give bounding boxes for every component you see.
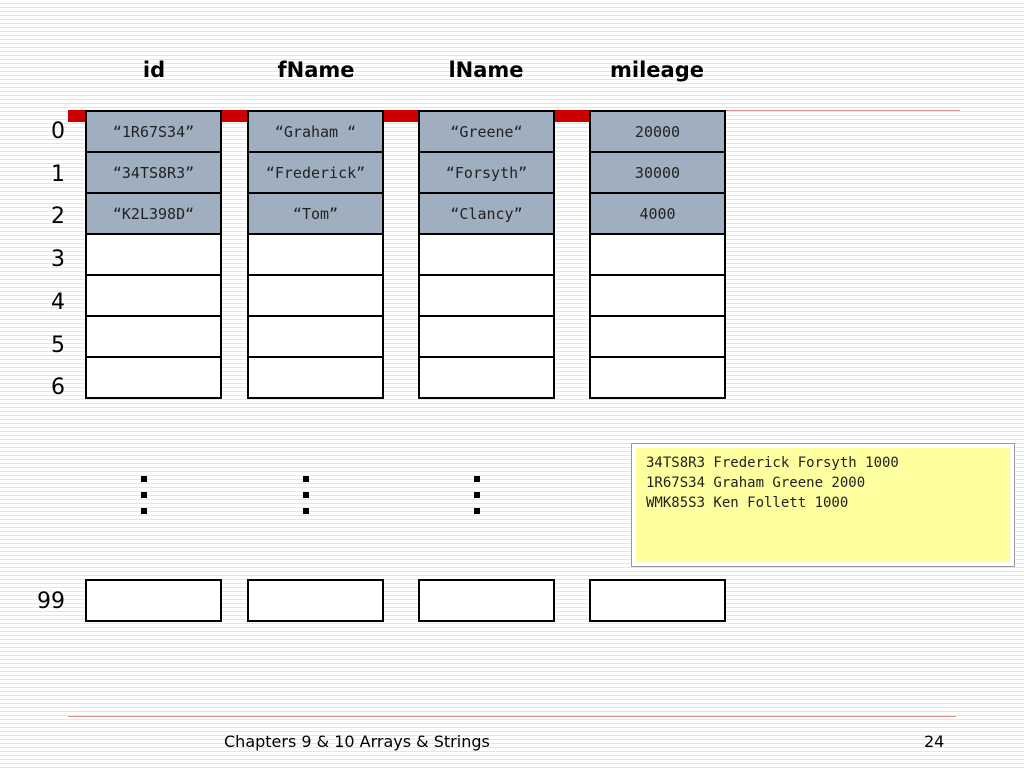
array-cell <box>589 356 726 399</box>
file-line: 1R67S34 Graham Greene 2000 <box>646 475 866 491</box>
data-file-contents: 34TS8R3 Frederick Forsyth 1000 1R67S34 G… <box>636 448 1010 562</box>
footer-title: Chapters 9 & 10 Arrays & Strings <box>224 732 490 751</box>
array-cell: 4000 <box>589 192 726 235</box>
id-array: “1R67S34” “34TS8R3” “K2L398D“ <box>85 110 222 399</box>
array-cell <box>85 274 222 317</box>
data-file-box: 34TS8R3 Frederick Forsyth 1000 1R67S34 G… <box>631 443 1015 567</box>
row-label-last: 99 <box>37 589 65 614</box>
array-cell: “Tom” <box>247 192 384 235</box>
lname-array: “Greene“ “Forsyth” “Clancy” <box>418 110 555 399</box>
fname-array: “Graham “ “Frederick” “Tom” <box>247 110 384 399</box>
array-cell <box>247 274 384 317</box>
array-cell: “1R67S34” <box>85 110 222 153</box>
row-label: 5 <box>51 333 65 358</box>
array-cell <box>247 356 384 399</box>
row-label: 4 <box>51 290 65 315</box>
array-cell <box>418 356 555 399</box>
array-cell-last <box>247 579 384 622</box>
array-cell <box>418 274 555 317</box>
array-cell: “K2L398D“ <box>85 192 222 235</box>
array-cell <box>589 233 726 276</box>
array-cell: 20000 <box>589 110 726 153</box>
row-label: 3 <box>51 247 65 272</box>
title-rule <box>725 110 960 111</box>
array-cell <box>418 233 555 276</box>
array-cell: “Frederick” <box>247 151 384 194</box>
array-cell-last <box>85 579 222 622</box>
array-cell: “Graham “ <box>247 110 384 153</box>
header-id: id <box>142 58 166 82</box>
array-cell <box>85 356 222 399</box>
accent-bar-segment <box>68 110 88 122</box>
mileage-array: 20000 30000 4000 <box>589 110 726 399</box>
array-cell: “34TS8R3” <box>85 151 222 194</box>
header-fname: fName <box>277 58 355 82</box>
array-cell <box>247 315 384 358</box>
footer-rule <box>68 716 956 717</box>
array-cell <box>418 315 555 358</box>
array-cell <box>589 315 726 358</box>
ellipsis-dots <box>303 476 315 524</box>
file-line: WMK85S3 Ken Follett 1000 <box>646 495 849 511</box>
array-cell-last <box>589 579 726 622</box>
array-cell: “Forsyth” <box>418 151 555 194</box>
accent-bar-segment <box>222 110 248 122</box>
array-cell: 30000 <box>589 151 726 194</box>
array-cell: “Clancy” <box>418 192 555 235</box>
accent-bar-segment <box>555 110 589 122</box>
row-label: 6 <box>51 375 65 400</box>
accent-bar-segment <box>384 110 418 122</box>
array-cell <box>589 274 726 317</box>
array-cell <box>85 315 222 358</box>
row-label: 1 <box>51 162 65 187</box>
header-lname: lName <box>448 58 524 82</box>
row-label: 0 <box>51 119 65 144</box>
page-number: 24 <box>924 732 945 751</box>
array-cell: “Greene“ <box>418 110 555 153</box>
array-cell <box>85 233 222 276</box>
array-cell-last <box>418 579 555 622</box>
array-cell <box>247 233 384 276</box>
header-mileage: mileage <box>610 58 704 82</box>
row-label: 2 <box>51 204 65 229</box>
ellipsis-dots <box>141 476 153 524</box>
file-line: 34TS8R3 Frederick Forsyth 1000 <box>646 455 899 471</box>
ellipsis-dots <box>474 476 486 524</box>
